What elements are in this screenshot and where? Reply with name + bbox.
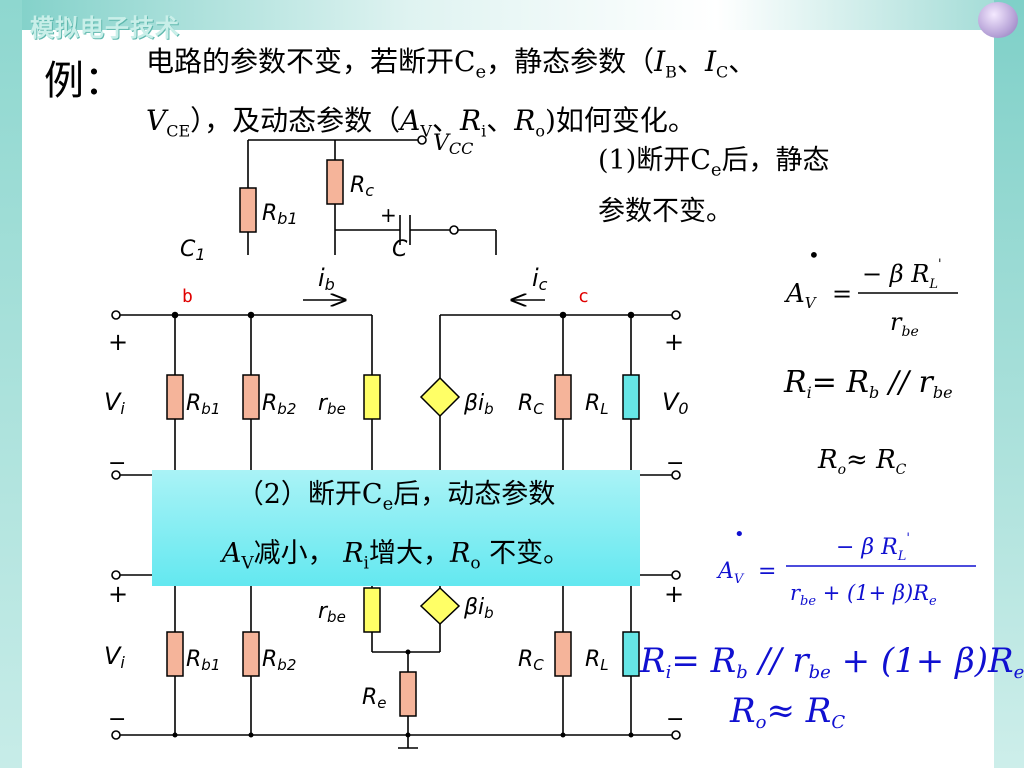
vi-label-ss2: Vi — [104, 642, 125, 672]
rbe-label-ss1: rbe — [318, 391, 346, 418]
slide-page — [22, 30, 994, 768]
rb2-resistor-ss1 — [242, 374, 260, 420]
beta-ib-label-ss1: βib — [463, 391, 494, 418]
rb1-label-ss1: Rb1 — [186, 391, 220, 418]
vo-plus-ss2: + — [664, 580, 684, 608]
static-params-note: (1)断开Ce后，静态 参数不变。 — [598, 145, 830, 228]
vi-minus-ss1: − — [108, 451, 126, 476]
dynamic-params-callout: （2）断开Ce后，动态参数 AV减小， Ri增大，Ro 不变。 — [152, 470, 640, 586]
rbe-resistor-ss1 — [363, 374, 381, 420]
example-label: 例： — [44, 58, 124, 104]
rc-label: Rc — [350, 173, 374, 200]
av-blue-denominator: rbe + (1+ β)Re — [790, 581, 937, 609]
ic-label: ic — [532, 264, 548, 294]
rc-resistor — [326, 159, 344, 205]
re-resistor-ss2 — [399, 671, 417, 717]
problem-statement: 电路的参数不变，若断开Ce，静态参数（IB、IC、 VCE），及动态参数（AV、… — [146, 45, 757, 141]
node-b-label: b — [182, 286, 193, 307]
cap-plus: + — [380, 203, 397, 227]
ri-blue-formula: Ri= Rb // rbe + (1+ β)Re — [639, 641, 1024, 683]
vi-label-ss1: Vi — [104, 388, 125, 418]
rl-resistor-ss1 — [622, 374, 640, 420]
ib-label: ib — [318, 264, 335, 294]
small-signal-2-nodes — [172, 649, 634, 738]
ri-formula: Ri= Rb // rbe — [783, 365, 953, 402]
rb1-label-top: Rb1 — [262, 201, 298, 228]
rc-label-ss1: RC — [518, 391, 544, 418]
c2-label: C — [392, 237, 408, 262]
slide-frame-left — [0, 0, 22, 768]
av-blue-lhs: AV — [716, 559, 745, 587]
rc-resistor-ss2 — [554, 631, 572, 677]
av-eq: = — [832, 280, 852, 308]
rl-label-ss2: RL — [585, 647, 609, 674]
vo-plus-ss1: + — [664, 328, 684, 356]
dependent-source-ss1 — [419, 376, 461, 418]
av-denominator: rbe — [890, 308, 919, 340]
ro-blue-formula: Ro≈ RC — [729, 691, 845, 733]
rl-resistor-ss2 — [622, 631, 640, 677]
vi-plus-ss1: + — [108, 328, 128, 356]
node-c-label: c — [578, 286, 589, 307]
vcc-label: VCC — [433, 131, 473, 158]
ro-formula: Ro≈ RC — [817, 445, 907, 478]
vi-plus-ss2: + — [108, 580, 128, 608]
av-numerator: − β RL' — [862, 257, 942, 292]
rb1-resistor — [239, 187, 257, 233]
av-blue-eq: = — [758, 559, 776, 584]
callout-line-1: （2）断开Ce后，动态参数 — [236, 479, 556, 515]
svg-text:•: • — [808, 243, 820, 267]
svg-text:•: • — [734, 524, 745, 545]
formulas-blue: • AV = − β RL' rbe + (1+ β)Re Ri= Rb // … — [639, 524, 1024, 733]
rb2-label-ss1: Rb2 — [262, 391, 296, 418]
vi-minus-ss2: − — [108, 707, 126, 732]
av-blue-numerator: − β RL' — [836, 531, 910, 564]
rb2-resistor-ss2 — [242, 631, 260, 677]
vo-minus-ss2: − — [666, 707, 684, 732]
formulas-black: • AV = − β RL' rbe Ri= Rb // rbe Ro≈ RC — [783, 243, 958, 478]
small-signal-circuit-1 — [111, 300, 681, 480]
rb1-resistor-ss1 — [166, 374, 184, 420]
dependent-source-ss2 — [419, 586, 461, 626]
c1-label: C1 — [180, 237, 206, 264]
av-lhs: AV — [784, 279, 818, 312]
rc-label-ss2: RC — [518, 647, 544, 674]
callout-line-2: AV减小， Ri增大，Ro 不变。 — [221, 538, 571, 574]
rb1-label-ss2: Rb1 — [186, 647, 220, 674]
rl-label-ss1: RL — [585, 391, 609, 418]
course-logo: 模拟电子技术 — [30, 14, 180, 42]
slide-frame-right — [994, 0, 1024, 768]
rbe-resistor-ss2 — [363, 587, 381, 633]
rbe-label-ss2: rbe — [318, 599, 346, 626]
rb1-resistor-ss2 — [166, 631, 184, 677]
rc-resistor-ss1 — [554, 374, 572, 420]
vo-minus-ss1: − — [666, 451, 684, 476]
re-label-ss2: Re — [362, 685, 387, 712]
vo-label-ss1: V0 — [662, 388, 689, 418]
rb2-label-ss2: Rb2 — [262, 647, 296, 674]
beta-ib-label-ss2: βib — [463, 595, 494, 622]
small-signal-1-nodes — [171, 311, 635, 319]
corner-decoration — [978, 2, 1018, 38]
